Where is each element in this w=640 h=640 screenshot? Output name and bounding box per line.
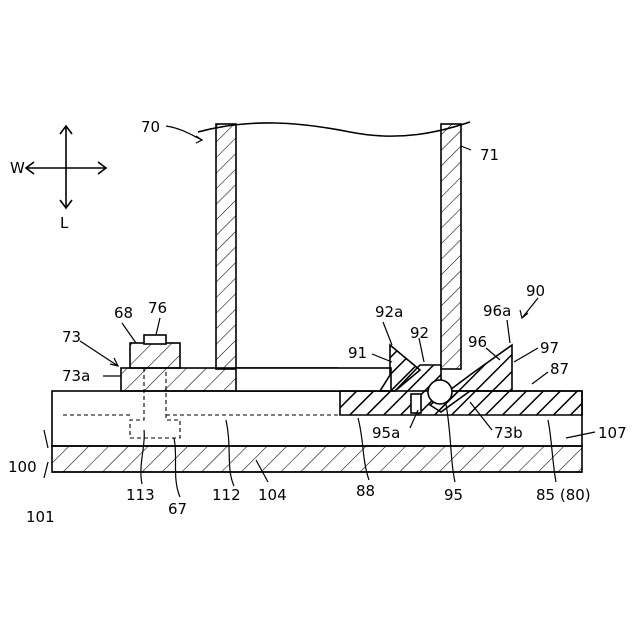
direction-w-label: W	[10, 159, 25, 177]
label-67: 67	[168, 500, 187, 518]
tube-wall-left	[216, 124, 236, 369]
label-87: 87	[550, 360, 569, 378]
label-104: 104	[258, 486, 287, 504]
label-97: 97	[540, 339, 559, 357]
direction-l-label: L	[60, 214, 69, 232]
label-73: 73	[62, 328, 81, 346]
bracket-strip	[236, 368, 391, 391]
label-100: 100	[8, 458, 37, 476]
plate-101	[52, 446, 582, 472]
label-101: 101	[26, 508, 55, 526]
label-70: 70	[141, 118, 160, 136]
label-107: 107	[598, 424, 627, 442]
label-76: 76	[148, 299, 167, 317]
label-91: 91	[348, 344, 367, 362]
nut-68	[130, 343, 180, 368]
label-113: 113	[126, 486, 155, 504]
label-90: 90	[526, 282, 545, 300]
bead-95	[428, 380, 452, 404]
label-112: 112	[212, 486, 241, 504]
label-95: 95	[444, 486, 463, 504]
label-73a: 73a	[62, 367, 90, 385]
bolt-76	[144, 335, 166, 344]
label-96: 96	[468, 333, 487, 351]
label-95a: 95a	[372, 424, 400, 442]
tab-95a	[411, 394, 421, 413]
label-73b: 73b	[494, 424, 523, 442]
label-85-80: 85 (80)	[536, 486, 591, 504]
label-92: 92	[410, 324, 429, 342]
label-71: 71	[480, 146, 499, 164]
tube-top-edge	[198, 122, 470, 136]
label-88: 88	[356, 482, 375, 500]
direction-indicator	[26, 126, 106, 208]
label-68: 68	[114, 304, 133, 322]
label-96a: 96a	[483, 302, 511, 320]
label-92a: 92a	[375, 303, 403, 321]
tube-wall-right	[441, 124, 461, 369]
